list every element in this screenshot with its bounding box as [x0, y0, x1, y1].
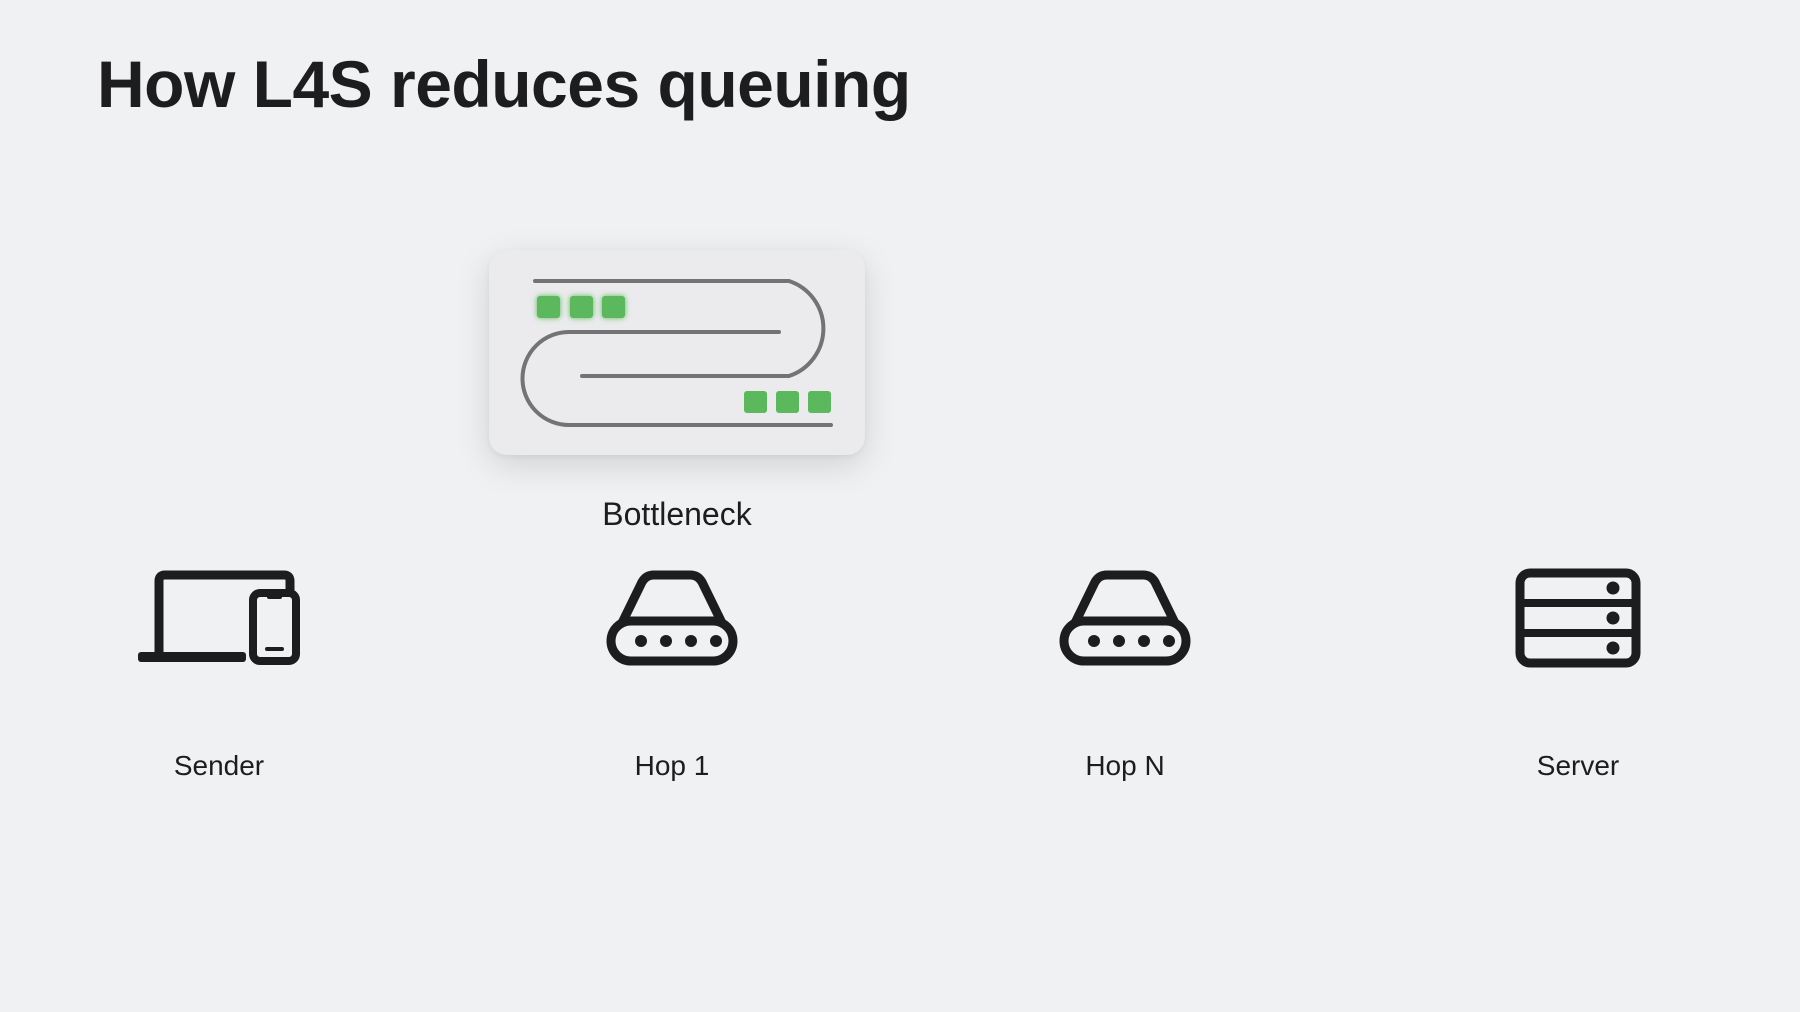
laptop-and-phone-icon — [79, 568, 359, 672]
server-rack-icon — [1438, 568, 1718, 672]
server-node: Server — [1438, 568, 1718, 788]
hop-n-node: Hop N — [985, 568, 1265, 788]
hop-1-label: Hop 1 — [634, 750, 710, 781]
slide-title: How L4S reduces queuing — [97, 47, 911, 121]
packet — [537, 296, 560, 318]
packet — [570, 296, 593, 318]
sender-node: Sender — [79, 568, 359, 788]
server-label: Server — [1536, 750, 1620, 781]
entering-packets — [537, 296, 625, 318]
exiting-packets — [744, 391, 831, 413]
packet — [808, 391, 831, 413]
queue-diagram — [520, 279, 833, 427]
sender-label: Sender — [173, 750, 265, 781]
queue-path-inner — [520, 330, 833, 427]
packet — [744, 391, 767, 413]
packet — [776, 391, 799, 413]
packet — [602, 296, 625, 318]
hop-n-label: Hop N — [1085, 750, 1165, 781]
router-icon — [985, 568, 1265, 672]
bottleneck-queue-card — [489, 250, 865, 455]
hop-1-node: Hop 1 — [532, 568, 812, 788]
queue-path — [533, 279, 826, 378]
bottleneck-label: Bottleneck — [602, 496, 752, 532]
router-icon — [532, 568, 812, 672]
